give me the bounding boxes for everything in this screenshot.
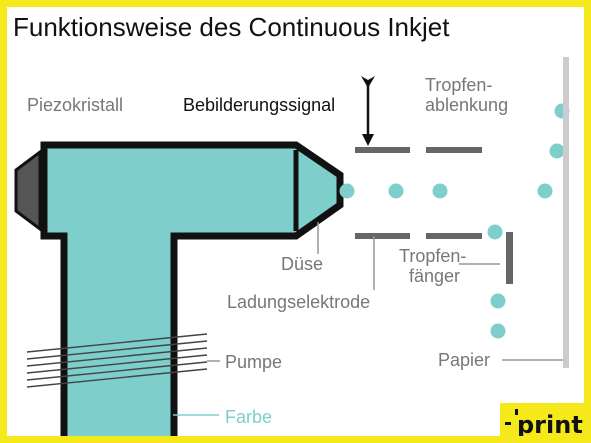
deflection-label-2: ablenkung — [425, 95, 508, 115]
signal-arrow-head — [362, 134, 374, 146]
piezo-crystal — [14, 149, 42, 232]
drop — [339, 183, 355, 199]
drop-catcher — [506, 232, 513, 284]
printhead-body — [40, 141, 344, 443]
nozzle-label: Düse — [281, 254, 323, 274]
catcher-label-1: Tropfen- — [399, 246, 466, 266]
logo-mark — [505, 422, 511, 425]
paper — [563, 57, 569, 368]
drop — [537, 183, 553, 199]
deflection-plate — [426, 147, 482, 153]
deflection-plate — [355, 147, 410, 153]
signal-arrow-tail — [361, 76, 375, 88]
drop — [549, 143, 565, 159]
pump-hatching — [26, 333, 208, 388]
diagram-title: Funktionsweise des Continuous Inkjet — [13, 12, 450, 42]
drop — [490, 293, 506, 309]
electrode-label: Ladungselektrode — [227, 292, 370, 312]
pump-label: Pumpe — [225, 352, 282, 372]
leader-lines — [173, 222, 563, 416]
logo-mark — [515, 409, 518, 415]
logo-background — [500, 403, 587, 439]
charging-electrode — [355, 233, 410, 239]
paper-label: Papier — [438, 350, 490, 370]
piezo-label: Piezokristall — [27, 95, 123, 115]
ink-label: Farbe — [225, 407, 272, 427]
drop — [388, 183, 404, 199]
deflection-label-1: Tropfen- — [425, 75, 492, 95]
drop — [432, 183, 448, 199]
drop — [487, 224, 503, 240]
charging-electrode — [426, 233, 482, 239]
catcher-label-2: fänger — [409, 266, 460, 286]
logo-text: print — [517, 411, 583, 439]
drop — [490, 323, 506, 339]
signal-label: Bebilderungssignal — [183, 95, 335, 115]
print-logo: print — [500, 403, 587, 439]
